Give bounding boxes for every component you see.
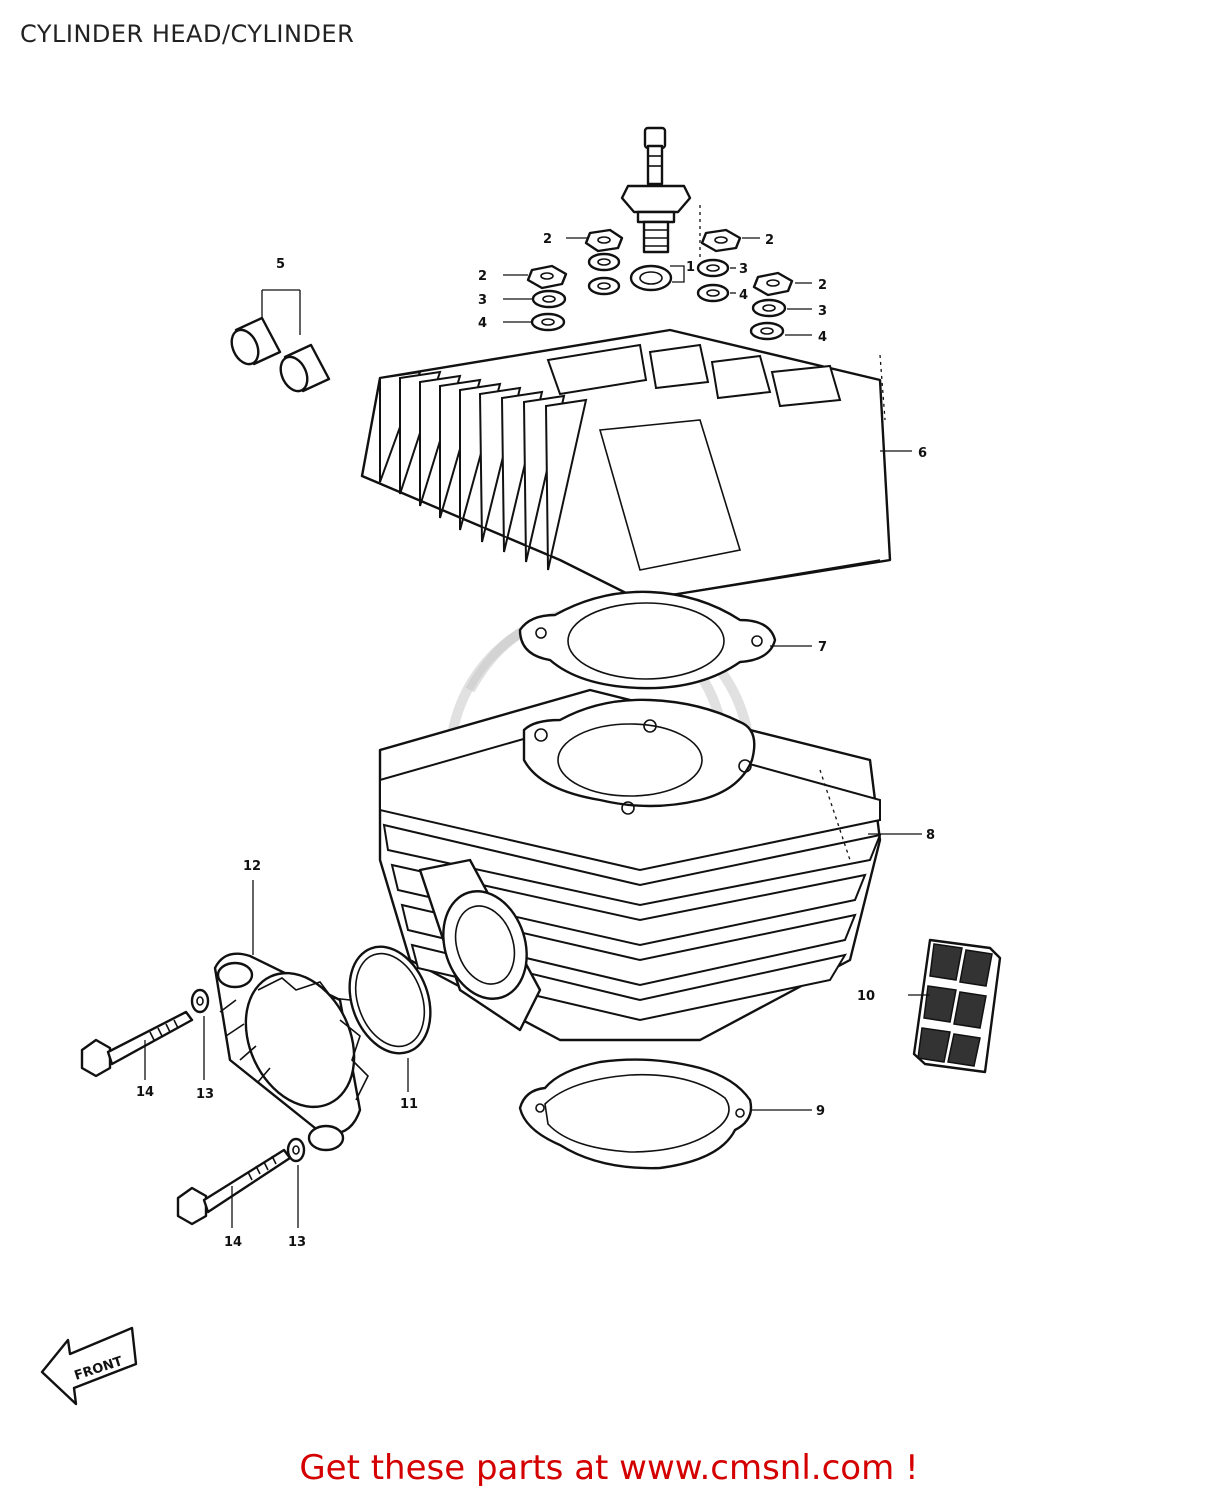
head-nut-stack-left: [526, 228, 624, 332]
manifold-bolt-lower: [176, 1148, 292, 1226]
callout-4: 4: [478, 316, 487, 331]
o-ring: [348, 945, 432, 1055]
callout-labels: 1 2 2 2 2 3 3 3 4 4 4 5 6 7 8 9 10 11 12…: [136, 232, 935, 1250]
callout-9: 9: [816, 1104, 825, 1119]
get-parts-link[interactable]: Get these parts at www.cmsnl.com !: [299, 1448, 919, 1488]
callout-10: 10: [857, 989, 875, 1004]
callout-7: 7: [818, 640, 827, 655]
callout-6: 6: [918, 446, 927, 461]
callout-4: 4: [739, 288, 748, 303]
base-gasket: [518, 1058, 753, 1170]
callout-12: 12: [243, 859, 261, 874]
callout-4: 4: [818, 330, 827, 345]
manifold-washer-upper: [190, 988, 210, 1014]
callout-13: 13: [196, 1087, 214, 1102]
head-gasket: [518, 590, 777, 690]
callout-3: 3: [818, 304, 827, 319]
callout-1: 1: [686, 260, 695, 275]
front-direction-arrow: FRONT: [40, 1326, 138, 1406]
dowel-pins: [230, 289, 331, 393]
callout-8: 8: [926, 828, 935, 843]
spark-plug: [620, 126, 692, 254]
head-nut-stack-right: [696, 228, 794, 341]
callout-2: 2: [818, 278, 827, 293]
leader-lines: [144, 205, 930, 1228]
spark-plug-washer: [629, 264, 673, 292]
reed-valve-block: [912, 938, 1002, 1074]
callout-13: 13: [288, 1235, 306, 1250]
intake-manifold: [213, 952, 369, 1152]
callout-14: 14: [136, 1085, 154, 1100]
callout-11: 11: [400, 1097, 418, 1112]
callout-2: 2: [478, 269, 487, 284]
page-title: CYLINDER HEAD/CYLINDER: [20, 20, 355, 48]
callout-5: 5: [276, 257, 285, 272]
callout-2: 2: [765, 233, 774, 248]
cylinder-head: [360, 328, 892, 602]
callout-3: 3: [739, 262, 748, 277]
manifold-washer-lower: [286, 1137, 306, 1163]
callout-14: 14: [224, 1235, 242, 1250]
callout-3: 3: [478, 293, 487, 308]
manifold-bolt-upper: [80, 1010, 194, 1078]
cylinder-block: [378, 688, 882, 1042]
callout-2: 2: [543, 232, 552, 247]
